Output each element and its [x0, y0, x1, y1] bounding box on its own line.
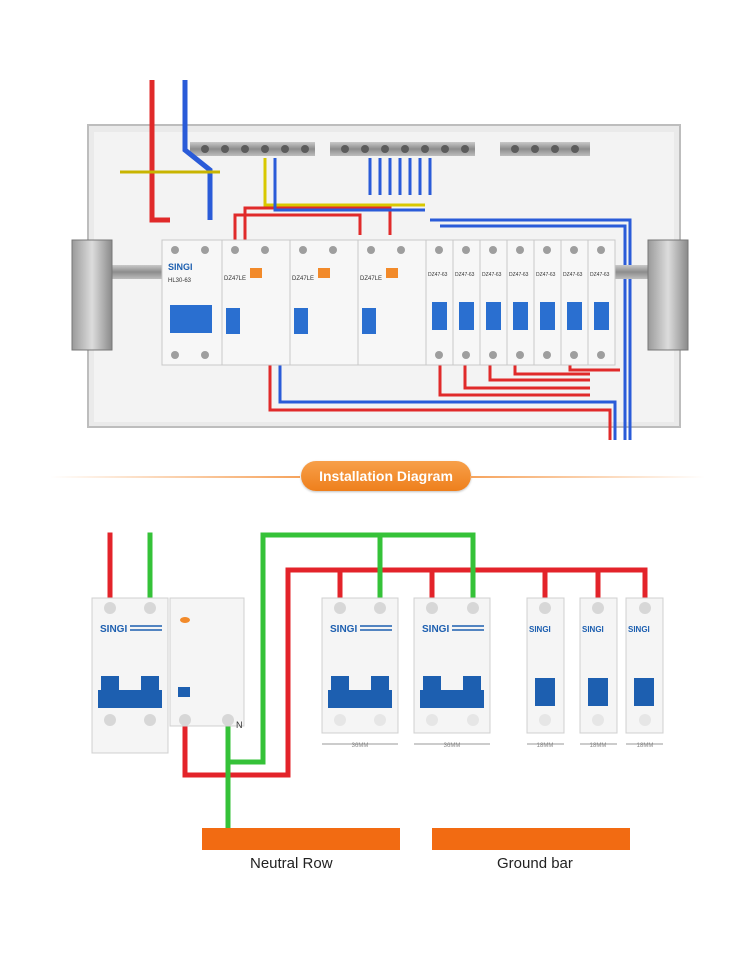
breaker-a-brand: SINGI [330, 624, 357, 635]
distribution-box-illustration: SINGI HL30-63 DZ47LE DZ47LE DZ47LE DZ [71, 80, 689, 440]
terminal-bar-right [500, 142, 590, 156]
photo-mcb-label-5: DZ47-63 [536, 272, 556, 278]
photo-mcb-label-1: DZ47-63 [428, 272, 448, 278]
incoming-neutral-wire [182, 80, 213, 220]
neutral-row-label: Neutral Row [250, 855, 333, 872]
ground-bar-label: Ground bar [497, 855, 573, 872]
width-label-a: 36MM [352, 743, 369, 749]
photo-mcb-label-4: DZ47-63 [509, 272, 529, 278]
ground-bar [432, 828, 630, 850]
branch-breaker-1p-b: SINGI 18MM [579, 597, 618, 749]
photo-mcb-label-7: DZ47-63 [590, 272, 610, 278]
breaker-d-brand: SINGI [582, 625, 604, 634]
breaker-b-brand: SINGI [422, 624, 449, 635]
photo-mcb-label-2: DZ47-63 [455, 272, 475, 278]
photo-model-main: HL30-63 [168, 278, 192, 284]
rcd-neutral-output-wire [225, 532, 476, 765]
width-label-b: 36MM [444, 743, 461, 749]
title-divider-right [470, 476, 705, 478]
rcd-module: N [169, 597, 245, 730]
neutral-terminal-label: N [236, 720, 243, 730]
width-label-c: 18MM [537, 743, 554, 749]
breaker-c-brand: SINGI [529, 625, 551, 634]
photo-mcb-label-3: DZ47-63 [482, 272, 502, 278]
main-breaker: SINGI [91, 597, 169, 754]
rcd-live-output-wire [182, 567, 648, 778]
width-label-e: 18MM [637, 743, 654, 749]
distribution-box-photo: SINGI HL30-63 DZ47LE DZ47LE DZ47LE DZ [70, 80, 690, 460]
width-label-d: 18MM [590, 743, 607, 749]
right-bracket [647, 239, 689, 351]
incoming-live-wire [149, 80, 170, 223]
photo-breaker-row: SINGI HL30-63 DZ47LE DZ47LE DZ47LE DZ [161, 239, 616, 366]
title-divider-left [50, 476, 300, 478]
installation-diagram-title: Installation Diagram [301, 461, 471, 491]
photo-model-rcbo-3: DZ47LE [360, 276, 382, 282]
wiring-diagram: SINGI N SINGI 36MM SINGI [91, 532, 664, 850]
branch-breaker-1p-a: SINGI 18MM [526, 597, 565, 749]
branch-breaker-2p-a: SINGI 36MM [321, 597, 399, 749]
photo-mcb-label-6: DZ47-63 [563, 272, 583, 278]
neutral-row-bar [202, 828, 400, 850]
main-breaker-brand: SINGI [100, 624, 127, 635]
breaker-e-brand: SINGI [628, 625, 650, 634]
photo-model-rcbo-1: DZ47LE [224, 276, 246, 282]
photo-model-rcbo-2: DZ47LE [292, 276, 314, 282]
branch-breaker-1p-c: SINGI 18MM [625, 597, 664, 749]
left-bracket [71, 239, 113, 351]
photo-brand-main: SINGI [168, 262, 193, 272]
branch-breaker-2p-b: SINGI 36MM [413, 597, 491, 749]
